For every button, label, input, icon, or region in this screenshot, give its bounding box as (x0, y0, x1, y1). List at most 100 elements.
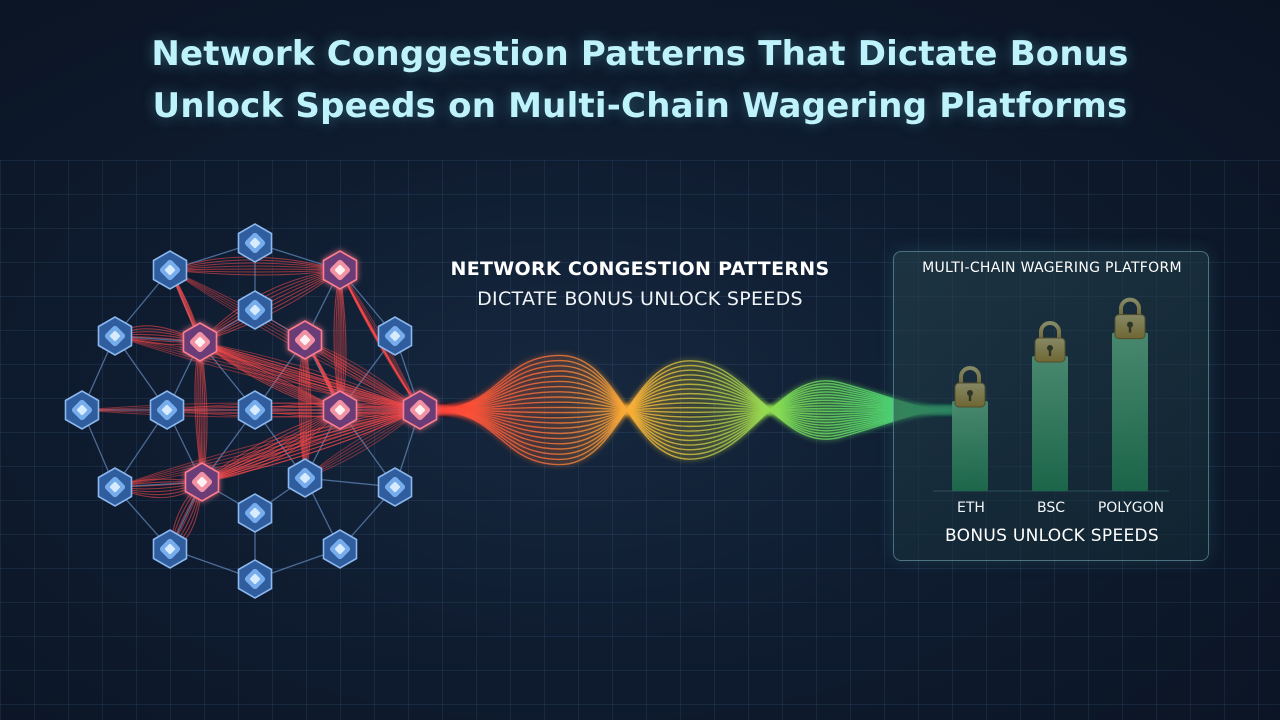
network-nodes (64, 223, 438, 599)
congestion-stream (199, 269, 341, 343)
network-node-icon (237, 290, 273, 330)
congestion-stream (199, 341, 421, 411)
caption-line-2: DICTATE BONUS UNLOCK SPEEDS (477, 288, 803, 310)
congestion-stream (199, 341, 421, 411)
congestion-stream (201, 409, 421, 483)
page-title: Network Conggestion Patterns That Dictat… (0, 28, 1280, 132)
flow-strand (429, 359, 956, 456)
congestion-stream (114, 335, 421, 411)
flow-strand (429, 397, 956, 424)
network-node-icon (237, 559, 273, 599)
congestion-stream (114, 335, 421, 411)
congestion-stream (201, 409, 421, 483)
congestion-stream (199, 341, 421, 411)
caption-line-1: NETWORK CONGESTION PATTERNS (450, 258, 830, 280)
center-caption: NETWORK CONGESTION PATTERNS DICTATE BONU… (400, 254, 880, 314)
network-node-icon (149, 390, 185, 430)
congestion-stream (199, 341, 421, 411)
flow-strand (429, 374, 956, 450)
congestion-stream (199, 341, 421, 411)
network-node-icon (322, 390, 358, 430)
congestion-stream (201, 409, 421, 483)
congestion-stream (114, 335, 421, 411)
network-node-icon (322, 250, 358, 290)
congestion-stream (201, 409, 421, 483)
flow-strand (429, 360, 956, 466)
network-node-icon (237, 493, 273, 533)
network-node-icon (184, 462, 220, 502)
bar-label-bsc: BSC (1036, 500, 1066, 516)
flow-strand (429, 380, 956, 437)
flow-strand (429, 392, 956, 429)
flow-strand (429, 365, 956, 451)
congestion-stream (199, 341, 421, 411)
network-node-icon (152, 250, 188, 290)
congestion-stream (166, 409, 421, 414)
congestion-stream (114, 409, 421, 488)
flow-strand (429, 375, 956, 442)
page-title-line-2: Unlock Speeds on Multi-Chain Wagering Pl… (152, 86, 1128, 126)
flow-strand (429, 354, 956, 460)
network-node-icon (287, 320, 323, 360)
network-node-icon (377, 467, 413, 507)
congestion-stream (166, 406, 421, 411)
flow-strand (429, 378, 956, 445)
congestion-stream (201, 409, 421, 483)
flow-strand (429, 385, 956, 432)
congestion-stream (201, 409, 421, 483)
network-node-icon (322, 529, 358, 569)
network-node-icon (377, 316, 413, 356)
flow-strand (429, 396, 956, 423)
congestion-stream (169, 268, 341, 271)
panel-axis-title: BONUS UNLOCK SPEEDS (944, 526, 1160, 546)
congestion-stream (166, 402, 421, 411)
flow-strand (429, 391, 956, 428)
congestion-stream (114, 409, 421, 488)
bar-label-eth: ETH (957, 500, 985, 516)
congestion-stream (201, 409, 421, 483)
panel-title: MULTI-CHAIN WAGERING PLATFORM (922, 260, 1182, 276)
congestion-stream (114, 335, 421, 411)
congestion-stream (114, 409, 421, 488)
congestion-stream (199, 341, 421, 411)
network-node-icon (97, 467, 133, 507)
congestion-stream (201, 409, 421, 483)
page-title-line-1: Network Conggestion Patterns That Dictat… (151, 34, 1129, 74)
network-node-icon (182, 322, 218, 362)
congestion-stream (201, 409, 341, 483)
network-node-icon (152, 529, 188, 569)
flow-strand (429, 369, 956, 455)
congestion-stream (169, 262, 341, 271)
congestion-stream (199, 341, 421, 411)
network-node-icon (287, 458, 323, 498)
flow-strand (429, 402, 956, 419)
congestion-stream (114, 409, 421, 488)
congestion-stream (169, 269, 341, 273)
congestion-stream (199, 341, 421, 411)
congestion-stream (166, 409, 421, 418)
congestion-stream (199, 341, 421, 411)
network-node-icon (237, 390, 273, 430)
congestion-stream (114, 409, 421, 488)
congestion-stream (199, 341, 421, 411)
data-flow-streams (429, 354, 956, 466)
congestion-stream (201, 409, 421, 483)
flow-strand (429, 383, 956, 440)
congestion-stream (169, 265, 341, 271)
network-node-icon (237, 223, 273, 263)
flow-strand (429, 370, 956, 446)
congestion-stream (199, 269, 341, 343)
congestion-stream (169, 269, 341, 276)
congestion-stream (199, 341, 421, 411)
flow-strand (429, 364, 956, 461)
platform-panel: MULTI-CHAIN WAGERING PLATFORM ETH BSC PO… (893, 251, 1209, 561)
flow-strand (429, 388, 956, 435)
network-node-icon (64, 390, 100, 430)
bar-label-polygon: POLYGON (1097, 500, 1165, 516)
network-node-icon (402, 390, 438, 430)
network-node-icon (97, 316, 133, 356)
flow-strand (429, 401, 956, 418)
congestion-stream (201, 409, 421, 483)
congestion-stream (201, 409, 421, 483)
congestion-stream (114, 335, 421, 411)
